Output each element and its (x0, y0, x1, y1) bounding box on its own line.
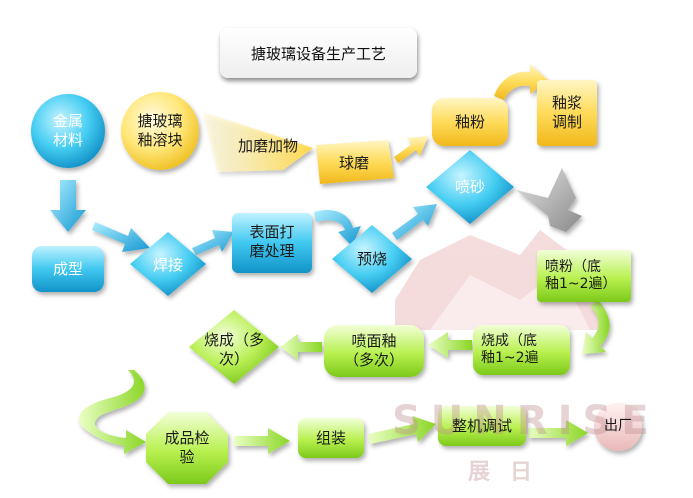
node-firing-multi-shape (189, 310, 279, 384)
node-preheat: 预烧 (356, 249, 387, 268)
arrow-ballmill-to-glazepowder (394, 136, 428, 163)
node-spray-powder: 喷粉（底 釉1~2遍） (545, 258, 617, 293)
node-glaze-powder: 釉粉 (454, 112, 485, 131)
node-slurry-prep: 釉浆 调制 (551, 94, 582, 131)
arrow-firingmulti-to-inspect (78, 370, 146, 454)
arrow-forming-to-welding (92, 222, 150, 252)
arrow-inspect-to-assembly (234, 428, 290, 454)
node-firing-multi: 烧成（多 次） (203, 331, 264, 368)
node-forming: 成型 (52, 259, 83, 278)
node-preheat-shape (332, 225, 412, 293)
node-finished-inspect: 成品检 验 (164, 429, 210, 466)
arrow-firing-to-spraytop (428, 332, 472, 358)
node-welding: 焊接 (152, 255, 183, 274)
node-spray-powder-shape (537, 250, 631, 302)
node-slurry-prep-shape (537, 80, 597, 146)
node-metal-material-shape (31, 94, 105, 168)
node-forming-shape (32, 246, 104, 292)
node-shipping: 出厂 (604, 418, 632, 435)
arrow-spraytop-to-firingmulti (280, 334, 322, 360)
arrow-debug-to-shipping (528, 420, 588, 446)
arrow-assembly-to-debug (368, 416, 436, 444)
node-surface-grinding: 表面打 磨处理 (249, 223, 295, 260)
node-surface-grinding-shape (232, 213, 312, 273)
diagram-title: 搪玻璃设备生产工艺 (220, 28, 417, 78)
node-spray-top-shape (324, 325, 424, 377)
arrow-grinding-to-preheat (314, 209, 361, 246)
node-glaze-powder-shape (432, 98, 508, 146)
node-ballmill-shape (316, 140, 394, 184)
node-assembly: 组装 (315, 428, 346, 447)
node-add-grinding: 加磨加物 (237, 136, 298, 155)
node-sandblast-shape (426, 150, 514, 224)
node-assembly-shape (298, 418, 364, 458)
watermark-brand-cn: 展日 (468, 460, 553, 485)
arrow-spraypowder-to-firing (582, 300, 610, 354)
node-machine-debug-shape (438, 406, 526, 446)
watermark-brand-en: SUNRISE (392, 398, 659, 444)
arrow-welding-to-grinding (192, 230, 234, 255)
arrow-add-to-ballmill (203, 112, 313, 172)
arrow-preheat-to-sandblast (392, 204, 437, 240)
node-welding-shape (130, 232, 206, 296)
node-metal-material: 金属 材料 (52, 112, 83, 149)
node-firing-ground: 烧成（底 釉1~2遍 (481, 332, 539, 367)
node-enamel-frit-shape (121, 92, 199, 170)
node-sandblast: 喷砂 (454, 177, 485, 196)
node-shipping-shape (594, 403, 642, 451)
node-firing-ground-shape (473, 325, 570, 375)
node-finished-inspect-shape (146, 412, 228, 484)
arrow-down-metal-to-forming (50, 180, 86, 232)
node-machine-debug: 整机调试 (451, 416, 512, 435)
node-enamel-frit: 搪玻璃 釉溶块 (137, 112, 183, 149)
node-spray-top: 喷面釉 （多次） (343, 332, 404, 369)
arrow-sandblast-to-spraypowder (516, 168, 582, 232)
node-ballmill: 球磨 (338, 153, 369, 172)
arrow-glazepowder-to-slurry (494, 64, 548, 100)
